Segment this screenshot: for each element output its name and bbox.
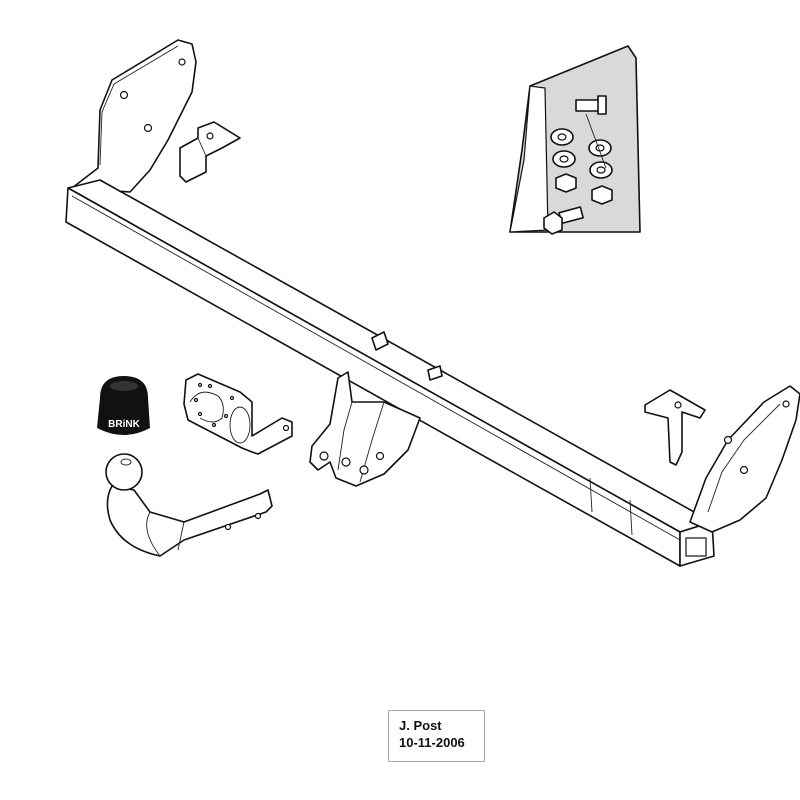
towball-neck bbox=[105, 453, 273, 557]
crossbar bbox=[65, 179, 715, 567]
towball-cover: BRiNK bbox=[97, 376, 150, 435]
small-bracket-left bbox=[179, 121, 241, 183]
bolt-icon bbox=[575, 95, 607, 115]
right-side-bracket bbox=[689, 385, 800, 533]
left-side-bracket bbox=[71, 39, 197, 193]
bolt-icon bbox=[543, 206, 584, 235]
hardware-bag bbox=[509, 45, 641, 235]
center-hanger-bracket bbox=[309, 331, 443, 487]
small-bracket-right bbox=[644, 389, 706, 466]
socket-plate bbox=[183, 373, 293, 455]
brink-logo: BRiNK bbox=[108, 419, 140, 430]
drawing-date: 10-11-2006 bbox=[399, 735, 465, 750]
author-name: J. Post bbox=[399, 718, 442, 733]
title-block: J. Post 10-11-2006 bbox=[388, 710, 485, 762]
